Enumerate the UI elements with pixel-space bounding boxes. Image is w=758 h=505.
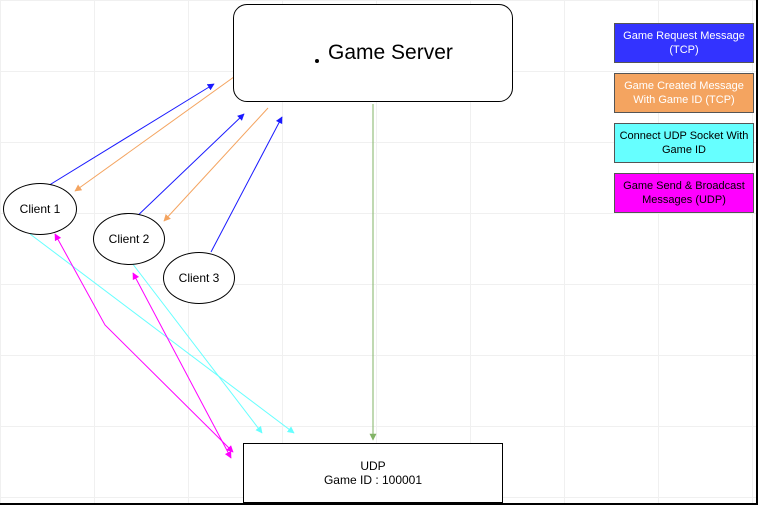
edge-client2-request (131, 113, 245, 222)
bullet-dot (315, 59, 319, 63)
edge-client3-request (210, 116, 283, 253)
edge-client2-udp-broadcast (132, 272, 232, 459)
edge-created-client2 (163, 107, 269, 222)
legend-game-request[interactable]: Game Request Message (TCP) (614, 23, 754, 63)
legend-game-created[interactable]: Game Created Message With Game ID (TCP) (614, 73, 754, 113)
client-2-node[interactable]: Client 2 (93, 213, 165, 265)
udp-game-id: Game ID : 100001 (323, 473, 423, 487)
edge-created-client1 (74, 63, 253, 192)
legend-udp-connect[interactable]: Connect UDP Socket With Game ID (614, 123, 754, 163)
client-3-node[interactable]: Client 3 (163, 252, 235, 304)
legend-udp-broadcast[interactable]: Game Send & Broadcast Messages (UDP) (614, 173, 754, 213)
edge-client1-request (37, 83, 215, 193)
legend-game-request-label: Game Request Message (TCP) (623, 30, 745, 56)
client-1-label: Client 1 (19, 202, 61, 216)
game-server-label: Game Server (328, 41, 453, 64)
legend-game-created-label: Game Created Message With Game ID (TCP) (624, 80, 744, 106)
game-server-node[interactable]: Game Server (233, 4, 513, 102)
legend-udp-connect-label: Connect UDP Socket With Game ID (619, 130, 749, 156)
client-2-label: Client 2 (108, 232, 150, 246)
legend-udp-broadcast-label: Game Send & Broadcast Messages (UDP) (623, 180, 745, 206)
client-3-label: Client 3 (178, 271, 220, 285)
udp-title: UDP (360, 459, 386, 473)
client-1-node[interactable]: Client 1 (3, 183, 77, 235)
udp-game-node[interactable]: UDP Game ID : 100001 (243, 443, 503, 503)
